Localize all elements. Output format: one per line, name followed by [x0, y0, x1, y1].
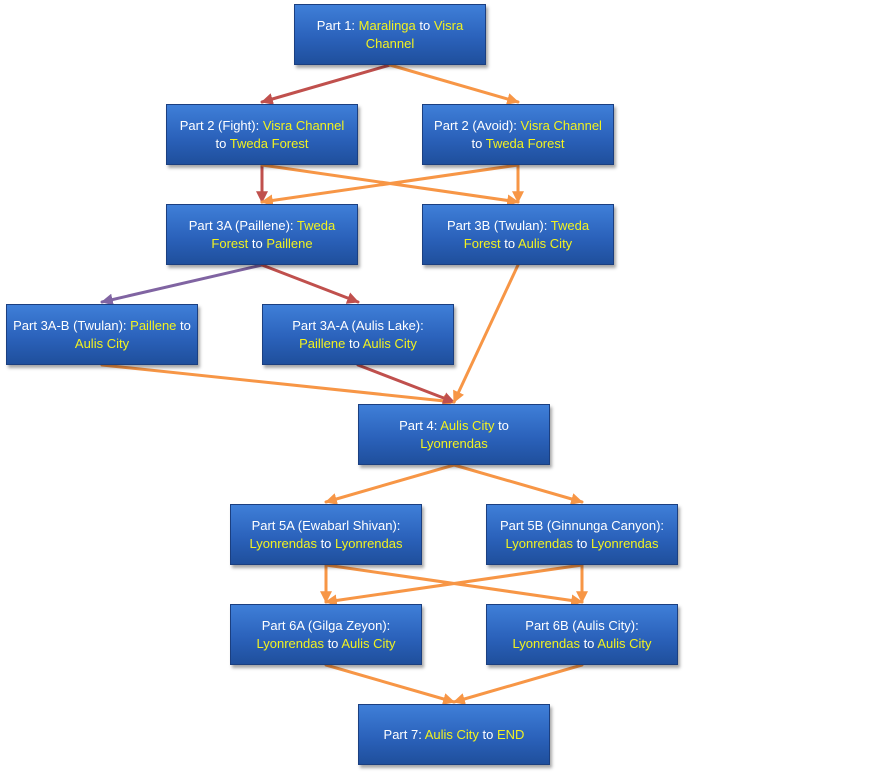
label-text: Part 7:	[383, 726, 425, 742]
place-name: Paillene	[266, 235, 313, 251]
label-text: Part 3A-A (Aulis Lake):	[292, 317, 424, 333]
label-text: Part 5A (Ewabarl Shivan):	[251, 517, 401, 533]
edge-p3b-to-p4	[452, 263, 520, 404]
place-name: Visra Channel	[262, 117, 345, 133]
place-name: Lyonrendas	[591, 535, 659, 551]
place-name: Paillene	[130, 317, 177, 333]
node-part-3a-b: Part 3A-B (Twulan): Paillene to Aulis Ci…	[6, 304, 198, 365]
place-name: Lyonrendas	[335, 535, 403, 551]
label-text: to	[176, 317, 191, 333]
place-name: Aulis City	[518, 235, 573, 251]
place-name: Aulis City	[597, 635, 652, 651]
label-text: Part 6B (Aulis City):	[525, 617, 639, 633]
label-text: Part 6A (Gilga Zeyon):	[261, 617, 391, 633]
node-part-6a: Part 6A (Gilga Zeyon): Lyonrendas to Aul…	[230, 604, 422, 665]
place-name: Tweda Forest	[485, 135, 565, 151]
place-name: Aulis City	[341, 635, 396, 651]
node-part-2-fight: Part 2 (Fight): Visra Channel to Tweda F…	[166, 104, 358, 165]
node-part-3a: Part 3A (Paillene): Tweda Forest to Pail…	[166, 204, 358, 265]
node-label: Part 3A-A (Aulis Lake): Paillene to Auli…	[269, 317, 447, 353]
place-name: Aulis City	[424, 726, 479, 742]
place-name: Paillene	[299, 335, 346, 351]
edge-p4-to-p5a	[324, 463, 456, 505]
place-name: Tweda Forest	[211, 217, 336, 251]
node-label: Part 2 (Avoid): Visra Channel to Tweda F…	[429, 117, 607, 153]
place-name: Aulis City	[74, 335, 130, 351]
label-text: to	[494, 417, 509, 433]
node-label: Part 6A (Gilga Zeyon): Lyonrendas to Aul…	[237, 617, 415, 653]
label-text: Part 4:	[399, 417, 441, 433]
node-label: Part 4: Aulis City to Lyonrendas	[365, 417, 543, 453]
node-label: Part 1: Maralinga to Visra Channel	[301, 17, 479, 53]
node-label: Part 5A (Ewabarl Shivan): Lyonrendas to …	[237, 517, 415, 553]
label-text: Part 1:	[316, 17, 359, 33]
label-text: to	[478, 726, 497, 742]
edge-p1-to-p2a	[388, 63, 520, 105]
edge-p3aa-to-p4	[356, 363, 456, 404]
place-name: Lyonrendas	[256, 635, 324, 651]
place-name: Maralinga	[358, 17, 416, 33]
label-text: Part 2 (Avoid):	[434, 117, 521, 133]
place-name: Tweda Forest	[229, 135, 309, 151]
edge-p1-to-p2f	[260, 63, 392, 105]
node-part-4: Part 4: Aulis City to Lyonrendas	[358, 404, 550, 465]
place-name: Aulis City	[362, 335, 417, 351]
place-name: Tweda Forest	[463, 217, 590, 251]
label-text: to	[500, 235, 518, 251]
node-part-7: Part 7: Aulis City to END	[358, 704, 550, 765]
edge-p6b-to-p7	[452, 663, 584, 705]
place-name: Lyonrendas	[420, 435, 488, 451]
label-text: Part 3B (Twulan):	[446, 217, 551, 233]
edge-p6a-to-p7	[324, 663, 456, 705]
label-text: to	[471, 135, 486, 151]
edge-p5b-to-p6a	[324, 563, 584, 607]
edge-p2a-to-p3a	[260, 163, 520, 207]
label-text: to	[579, 635, 598, 651]
node-label: Part 5B (Ginnunga Canyon): Lyonrendas to…	[493, 517, 671, 553]
node-part-3a-a: Part 3A-A (Aulis Lake): Paillene to Auli…	[262, 304, 454, 365]
place-name: Lyonrendas	[249, 535, 317, 551]
node-part-2-avoid: Part 2 (Avoid): Visra Channel to Tweda F…	[422, 104, 614, 165]
label-text: to	[345, 335, 363, 351]
label-text: to	[215, 135, 230, 151]
label-text: to	[316, 535, 336, 551]
node-label: Part 3A (Paillene): Tweda Forest to Pail…	[173, 217, 351, 253]
label-text: Part 2 (Fight):	[179, 117, 263, 133]
edge-p4-to-p5b	[452, 463, 584, 505]
node-part-1: Part 1: Maralinga to Visra Channel	[294, 4, 486, 65]
label-text: to	[415, 17, 434, 33]
node-label: Part 3A-B (Twulan): Paillene to Aulis Ci…	[13, 317, 191, 353]
place-name: Visra Channel	[520, 117, 602, 133]
label-text: Part 5B (Ginnunga Canyon):	[499, 517, 665, 533]
place-name: Aulis City	[440, 417, 495, 433]
node-label: Part 2 (Fight): Visra Channel to Tweda F…	[173, 117, 351, 153]
place-name: Lyonrendas	[512, 635, 580, 651]
label-text: to	[248, 235, 267, 251]
node-part-5a: Part 5A (Ewabarl Shivan): Lyonrendas to …	[230, 504, 422, 565]
edge-p3a-to-p3ab	[100, 263, 264, 306]
node-label: Part 3B (Twulan): Tweda Forest to Aulis …	[429, 217, 607, 253]
node-label: Part 6B (Aulis City): Lyonrendas to Auli…	[493, 617, 671, 653]
label-text: to	[323, 635, 342, 651]
label-text: to	[572, 535, 592, 551]
node-part-3b: Part 3B (Twulan): Tweda Forest to Aulis …	[422, 204, 614, 265]
node-part-5b: Part 5B (Ginnunga Canyon): Lyonrendas to…	[486, 504, 678, 565]
node-part-6b: Part 6B (Aulis City): Lyonrendas to Auli…	[486, 604, 678, 665]
place-name: END	[497, 726, 525, 742]
label-text: Part 3A (Paillene):	[188, 217, 297, 233]
place-name: Visra Channel	[365, 17, 464, 51]
edge-p3ab-to-p4	[100, 363, 456, 407]
label-text: Part 3A-B (Twulan):	[13, 317, 131, 333]
edge-p3a-to-p3aa	[260, 263, 360, 304]
place-name: Lyonrendas	[505, 535, 573, 551]
node-label: Part 7: Aulis City to END	[384, 726, 525, 744]
